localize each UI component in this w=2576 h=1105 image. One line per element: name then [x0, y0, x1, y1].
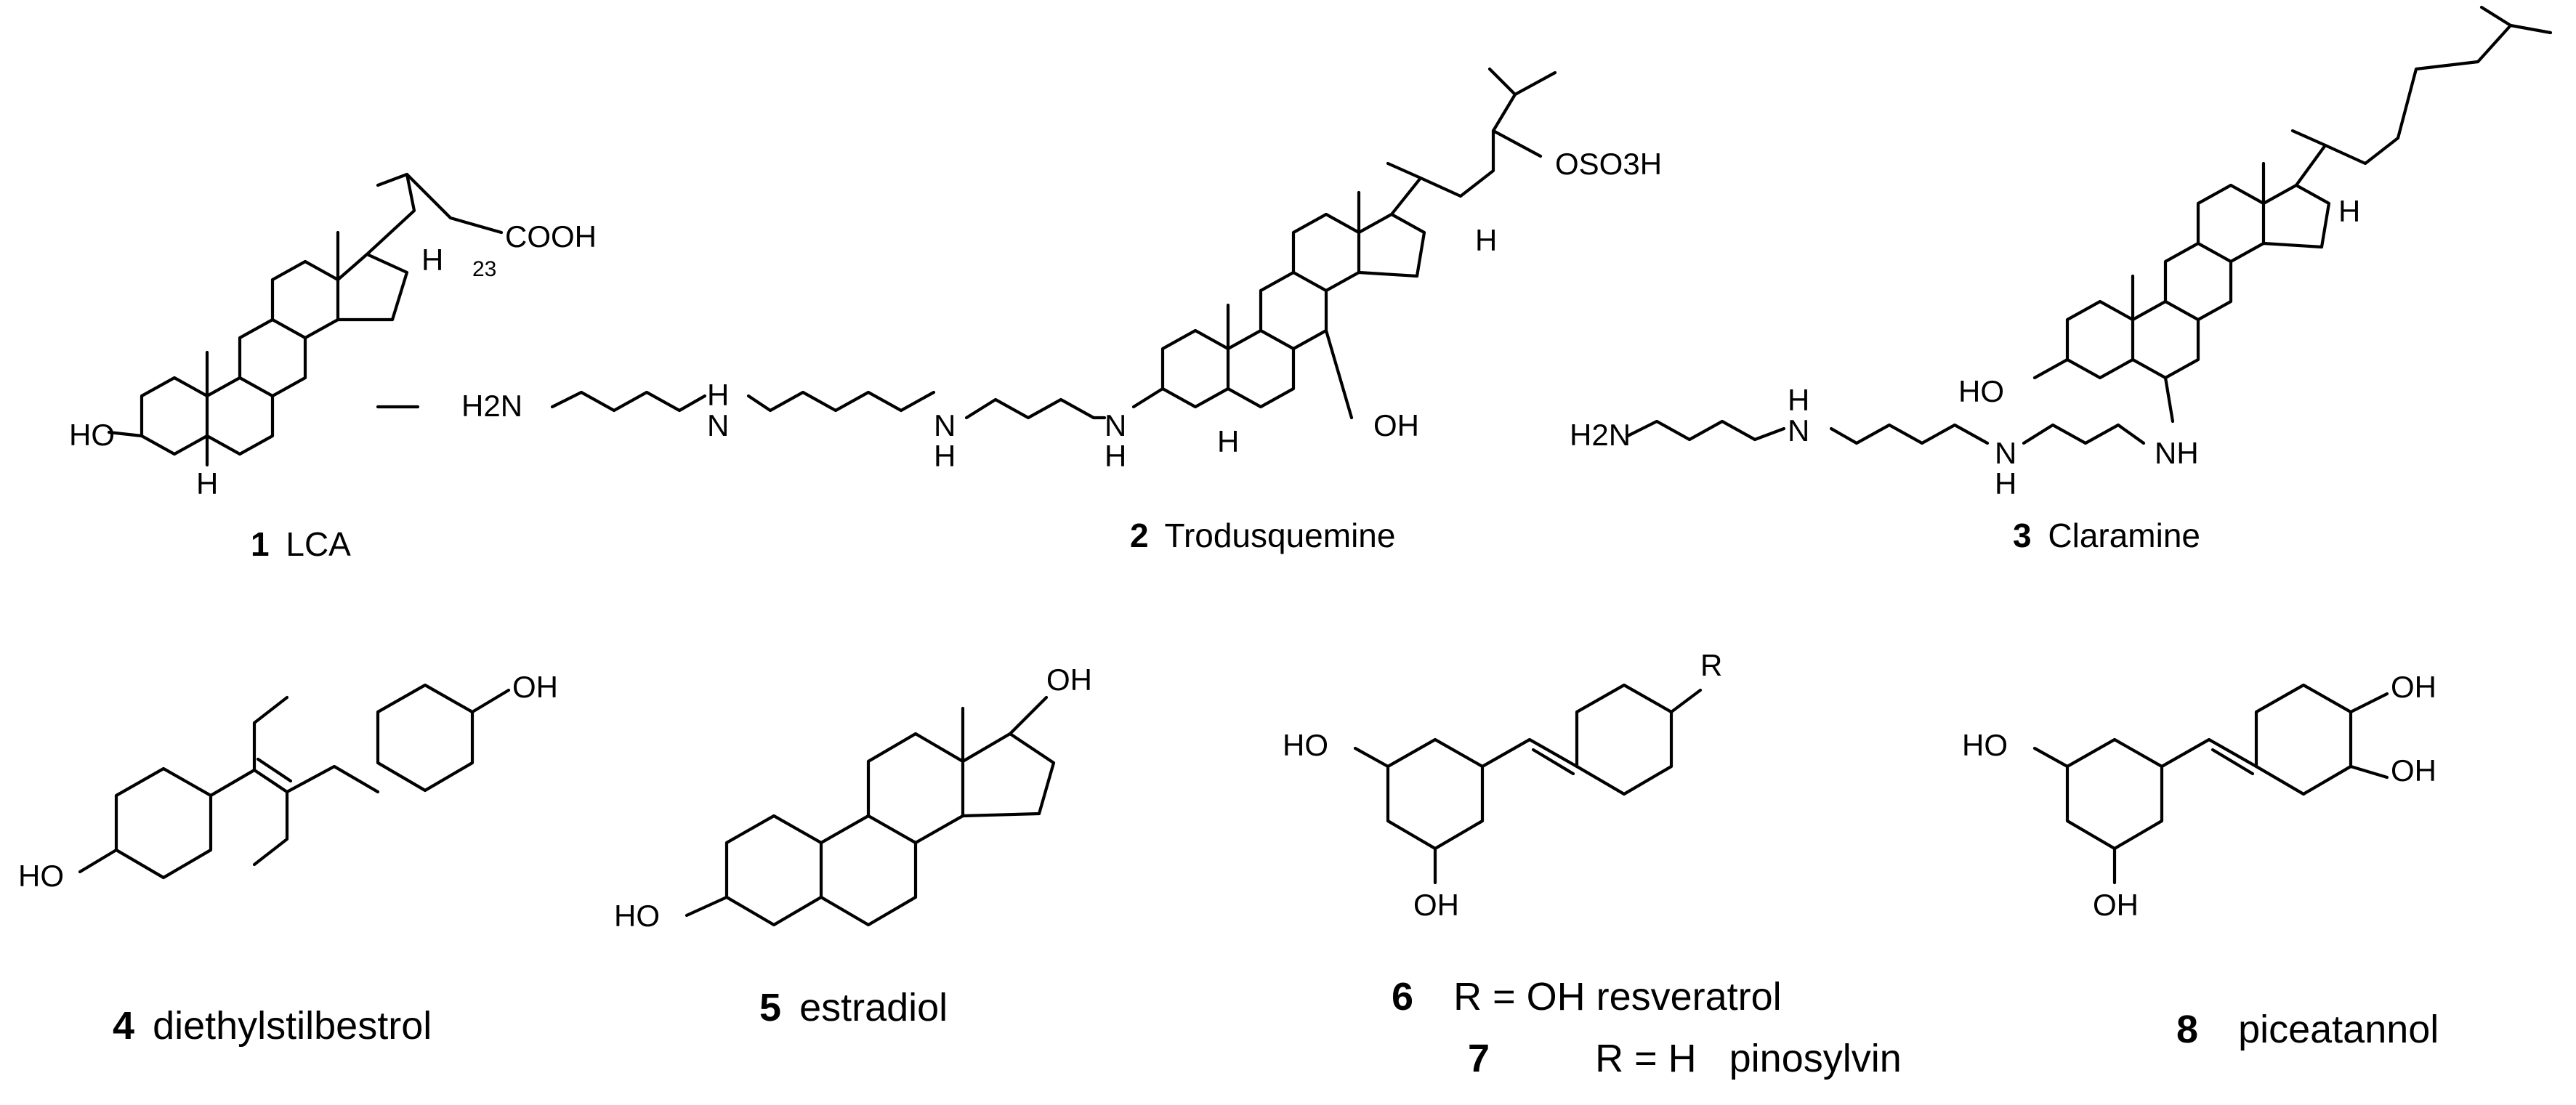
atom-h-lca-5: H: [196, 466, 218, 501]
atom-oh-piceatannol-3: OH: [2391, 753, 2436, 788]
atom-r: R: [1700, 648, 1722, 682]
atom-nh-claramine-1: H: [1788, 383, 1809, 417]
atom-nh-claramine-2: H: [1995, 466, 2016, 501]
structure-trodusquemine: H2N H N N H N H H OH H OSO3H 2 Trodusque…: [461, 67, 1662, 554]
compound-7-name: R = H pinosylvin: [1595, 1037, 1902, 1080]
compound-4-label: 4 diethylstilbestrol: [113, 1004, 432, 1048]
atom-n-claramine-2: N: [1995, 436, 2016, 470]
atom-n-1: N: [707, 408, 729, 442]
atom-oso3h: OSO3H: [1555, 147, 1662, 181]
atom-nh-2: H: [934, 439, 956, 473]
atom-h2n-claramine: H2N: [1570, 418, 1631, 452]
compound-1-label: 1 LCA: [251, 525, 351, 563]
atom-n-3: N: [1105, 408, 1126, 442]
atom-nh-3: H: [1105, 439, 1126, 473]
compound-7-label: 7 R = H pinosylvin: [1392, 1037, 1956, 1080]
compound-8-number: 8: [2176, 1008, 2198, 1051]
structure-resveratrol-pinosylvin: HO OH R 6 R = OH resveratrol 7 R = H pin…: [1283, 648, 1956, 1080]
atom-oh-estradiol: OH: [1046, 663, 1092, 697]
compound-5-label: 5 estradiol: [759, 986, 948, 1029]
compound-4-number: 4: [113, 1004, 134, 1048]
structure-diethylstilbestrol: HO OH 4 diethylstilbestrol: [18, 670, 558, 1048]
compound-6-name: R = OH resveratrol: [1453, 975, 1782, 1019]
atom-nh-claramine-3: NH: [2155, 436, 2199, 470]
atom-nh-1: H: [707, 378, 729, 412]
atom-cooh: COOH: [505, 219, 597, 254]
atom-n-2: N: [934, 408, 956, 442]
atom-h-trodusquemine-17: H: [1475, 223, 1497, 257]
compound-2-label: 2 Trodusquemine: [1130, 517, 1395, 554]
compound-5-number: 5: [759, 986, 781, 1029]
compound-1-name: LCA: [286, 525, 351, 563]
compound-1-number: 1: [251, 525, 270, 563]
compound-3-name: Claramine: [2048, 517, 2200, 554]
atom-ho-des: HO: [18, 859, 64, 893]
compound-2-name: Trodusquemine: [1165, 517, 1396, 554]
compound-3-number: 3: [2013, 517, 2032, 554]
atom-h-lca-17: H: [421, 243, 443, 277]
atom-h-trodusquemine-5: H: [1217, 424, 1239, 458]
atom-oh-trodusquemine: OH: [1373, 408, 1419, 442]
compound-2-number: 2: [1130, 517, 1149, 554]
compound-6-number: 6: [1392, 975, 1413, 1019]
atom-ho-piceatannol: HO: [1962, 728, 2008, 762]
compound-5-name: estradiol: [799, 986, 948, 1029]
compound-8-name: piceatannol: [2238, 1008, 2439, 1051]
atom-h2n-trodusquemine: H2N: [461, 389, 522, 423]
atom-oh-des: OH: [512, 670, 558, 704]
compound-8-label: 8 piceatannol: [2176, 1008, 2439, 1051]
compound-4-name: diethylstilbestrol: [153, 1004, 432, 1048]
structure-lca: HO H H 23 COOH 1 LCA: [69, 172, 597, 563]
atom-oh-piceatannol-2: OH: [2391, 670, 2436, 704]
structure-estradiol: HO OH 5 estradiol: [614, 663, 1092, 1029]
compound-3-label: 3 Claramine: [2013, 517, 2200, 554]
carbon-23-label: 23: [472, 257, 496, 281]
structure-piceatannol: HO OH OH OH 8 piceatannol: [1962, 670, 2439, 1051]
atom-ho-lca: HO: [69, 418, 115, 452]
atom-ho-claramine: HO: [1958, 374, 2004, 408]
atom-n-claramine-1: N: [1788, 413, 1809, 448]
atom-h-claramine-17: H: [2338, 194, 2360, 228]
atom-ho-resveratrol: HO: [1283, 728, 1328, 762]
structure-claramine: HO H2N H N N H NH H 3 Claramine: [1570, 5, 2553, 554]
atom-oh-piceatannol-1: OH: [2093, 888, 2139, 922]
atom-ho-estradiol: HO: [614, 899, 660, 933]
compound-7-number: 7: [1468, 1037, 1490, 1080]
compound-6-label: 6 R = OH resveratrol: [1392, 975, 1782, 1019]
atom-oh-resveratrol: OH: [1413, 888, 1459, 922]
